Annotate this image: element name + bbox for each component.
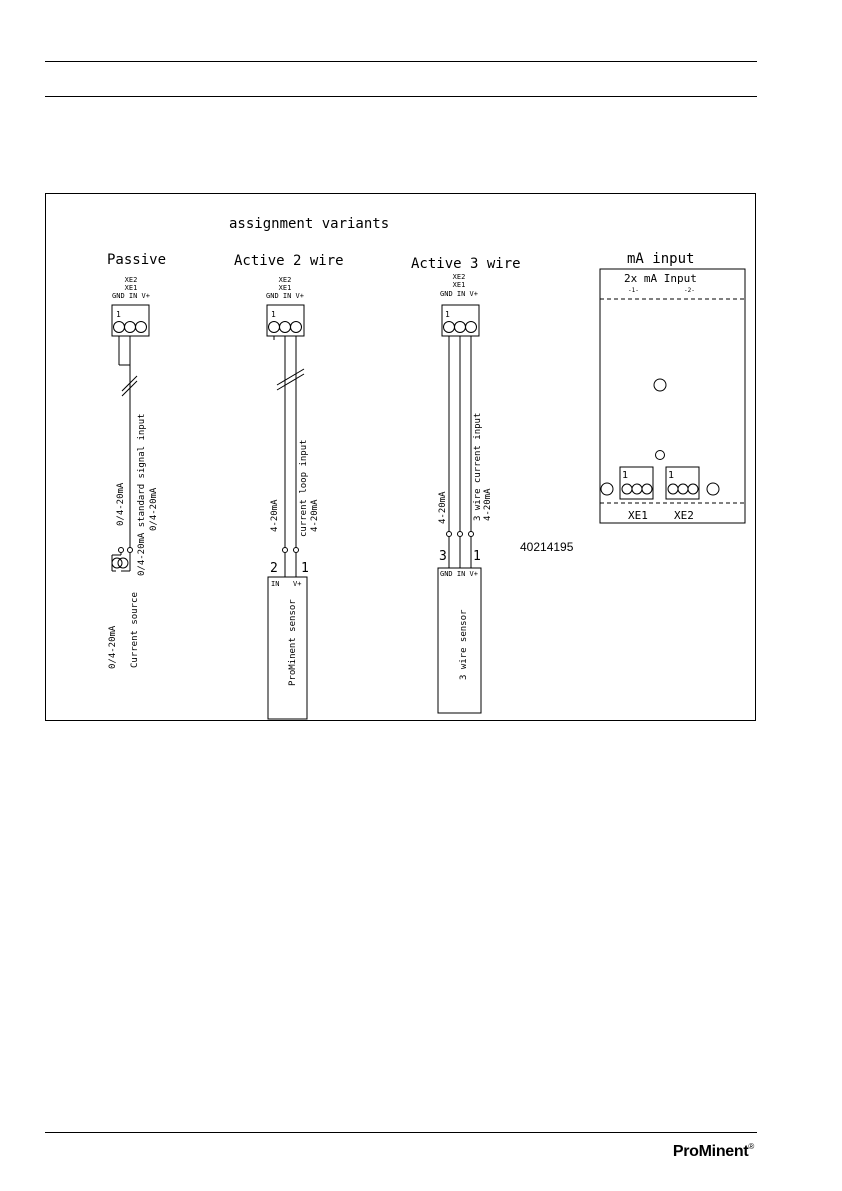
active3-label-a: 4-20mA [438, 491, 448, 524]
active3-pin-xe2: XE2 [453, 273, 466, 281]
active3-pin-one: 1 [445, 310, 450, 319]
active3-num-left: 3 [439, 549, 447, 564]
diagram-title: assignment variants [229, 216, 389, 232]
active3-sensor-pin-labels: GND IN V+ [440, 570, 478, 578]
active2-num-right: 1 [301, 561, 309, 576]
xe2-pin-one: 1 [668, 470, 674, 481]
passive-pin-one: 1 [116, 310, 121, 319]
ma-module-title: 2x mA Input [624, 272, 697, 285]
source-label-line2: Current source [130, 592, 140, 668]
three-wire-sensor-box [437, 567, 482, 714]
active3-label-b-line1: 3 wire current input [473, 413, 483, 521]
active2-pin-xe2: XE2 [279, 276, 292, 284]
ma-sub-left: -1- [628, 287, 639, 294]
current-source-icon [111, 554, 129, 572]
passive-pin-labels: GND IN V+ [112, 292, 150, 300]
active2-pin-xe1: XE1 [279, 284, 292, 292]
ma-sub-right: -2- [684, 287, 695, 294]
active2-heading: Active 2 wire [234, 253, 344, 269]
source-label-line1: 0/4-20mA [108, 625, 118, 669]
active3-num-right: 1 [473, 549, 481, 564]
passive-label-b-line1: 0/4-20mA standard signal input [137, 413, 147, 576]
active2-wiring [267, 340, 308, 720]
mounting-hole-mid [655, 450, 665, 460]
xe1-connector [619, 466, 654, 500]
logo-minent: Minent [698, 1143, 749, 1160]
figure-id: 40214195 [520, 540, 574, 554]
passive-heading: Passive [107, 252, 166, 268]
prominent-sensor-label: ProMinent sensor [288, 599, 298, 686]
mounting-hole-right [706, 482, 720, 496]
ma-input-heading: mA input [627, 251, 694, 267]
wiring-diagram: assignment variants Passive XE2 XE1 GND … [45, 193, 756, 721]
diagram-frame [45, 193, 756, 721]
active2-label-b-line2: 4-20mA [310, 499, 320, 532]
footer-rule [45, 1132, 757, 1133]
header-rule-top [45, 61, 757, 62]
active2-label-a: 4-20mA [270, 499, 280, 532]
active3-label-b-line2: 4-20mA [483, 488, 493, 521]
passive-pin-xe2: XE2 [125, 276, 138, 284]
active3-connector [441, 304, 480, 340]
active3-wiring [437, 340, 482, 714]
mounting-hole-left [600, 482, 614, 496]
active2-sensor-pin-in: IN [271, 580, 279, 588]
three-wire-sensor-label: 3 wire sensor [459, 609, 469, 680]
active2-pin-labels: GND IN V+ [266, 292, 304, 300]
passive-wiring [118, 340, 138, 572]
header-rule-bottom [45, 96, 757, 97]
active3-heading: Active 3 wire [411, 256, 521, 272]
passive-label-a: 0/4-20mA [116, 482, 126, 526]
active2-num-left: 2 [270, 561, 278, 576]
passive-label-b-line2: 0/4-20mA [149, 487, 159, 531]
prominent-sensor-box [267, 576, 308, 720]
active2-pin-one: 1 [271, 310, 276, 319]
mounting-hole-top [653, 378, 667, 392]
xe2-connector [665, 466, 700, 500]
logo-registered: ® [748, 1142, 754, 1151]
xe1-pin-one: 1 [622, 470, 628, 481]
logo-pro: Pro [672, 1143, 699, 1160]
passive-connector [111, 304, 150, 340]
xe2-label: XE2 [674, 509, 694, 522]
active2-label-b-line1: current loop input [299, 439, 309, 537]
active2-sensor-pin-vplus: V+ [293, 580, 301, 588]
xe1-label: XE1 [628, 509, 648, 522]
passive-pin-xe1: XE1 [125, 284, 138, 292]
active3-pin-xe1: XE1 [453, 281, 466, 289]
ma-input-module [599, 268, 746, 524]
prominent-logo: ProMinent® [672, 1142, 754, 1161]
active2-connector [266, 304, 305, 340]
active3-pin-labels: GND IN V+ [440, 290, 478, 298]
